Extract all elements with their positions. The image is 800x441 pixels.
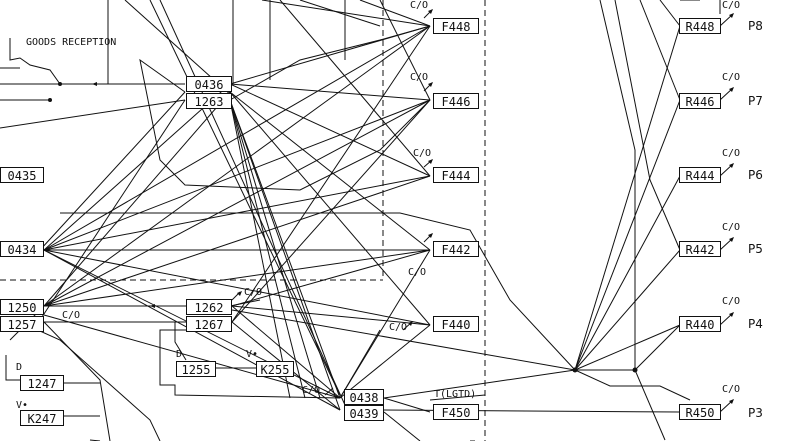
relay-r442: R442 — [679, 241, 721, 257]
d-label-1255: D — [176, 349, 183, 360]
v-label-k247: V• — [16, 400, 29, 411]
node-1257: 1257 — [0, 316, 44, 332]
position-p4: P4 — [748, 317, 763, 331]
position-p6: P6 — [748, 168, 763, 182]
function-f448: F448 — [433, 18, 479, 34]
connection-lines — [0, 0, 734, 441]
position-p5: P5 — [748, 242, 763, 256]
node-1263: 1263 — [186, 93, 232, 109]
relay-r446: R446 — [679, 93, 721, 109]
function-f440: F440 — [433, 316, 479, 332]
node-k255: K255 — [256, 361, 294, 377]
node-1255: 1255 — [176, 361, 216, 377]
co-label-r450: C/O — [722, 384, 741, 395]
node-0434: 0434 — [0, 241, 44, 257]
position-p8: P8 — [748, 19, 763, 33]
node-1247: 1247 — [20, 375, 64, 391]
arrow-heads — [92, 9, 734, 404]
function-f442: F442 — [433, 241, 479, 257]
relay-r450: R450 — [679, 404, 721, 420]
co-label-f444: C/O — [413, 148, 432, 159]
co-label-f446: C/O — [410, 72, 429, 83]
co-label-r440: C/O — [722, 296, 741, 307]
position-p7: P7 — [748, 94, 763, 108]
d-label-1247: D — [16, 362, 23, 373]
co-label-f448: C/O — [410, 0, 429, 11]
co-label-1262: C/O — [244, 287, 263, 298]
co-label-f440: C/O — [389, 322, 408, 333]
co-label-r442: C/O — [722, 222, 741, 233]
node-k247: K247 — [20, 410, 64, 426]
co-label-r444: C/O — [722, 148, 741, 159]
relay-r444: R444 — [679, 167, 721, 183]
node-0436: 0436 — [186, 76, 232, 92]
node-1267: 1267 — [186, 316, 232, 332]
node-0438: 0438 — [344, 389, 384, 405]
node-1262: 1262 — [186, 299, 232, 315]
function-f444: F444 — [433, 167, 479, 183]
function-f450: F450 — [433, 404, 479, 420]
relay-r440: R440 — [679, 316, 721, 332]
co-label-1257: C/O — [62, 310, 81, 321]
v-label-k255: V• — [246, 349, 259, 360]
co-label-0438: C/O — [302, 385, 321, 396]
node-0439: 0439 — [344, 405, 384, 421]
node-1250: 1250 — [0, 299, 44, 315]
function-f446: F446 — [433, 93, 479, 109]
junction-dots — [48, 82, 638, 373]
co-label-f442: C/O — [408, 267, 427, 278]
co-label-r448: C/O — [722, 0, 741, 11]
goods-reception-label: GOODS RECEPTION — [26, 37, 117, 48]
node-0435: 0435 — [0, 167, 44, 183]
tlgtd-label: T(LGTD) — [434, 389, 477, 400]
position-p3: P3 — [748, 406, 763, 420]
co-label-r446: C/O — [722, 72, 741, 83]
relay-r448: R448 — [679, 18, 721, 34]
